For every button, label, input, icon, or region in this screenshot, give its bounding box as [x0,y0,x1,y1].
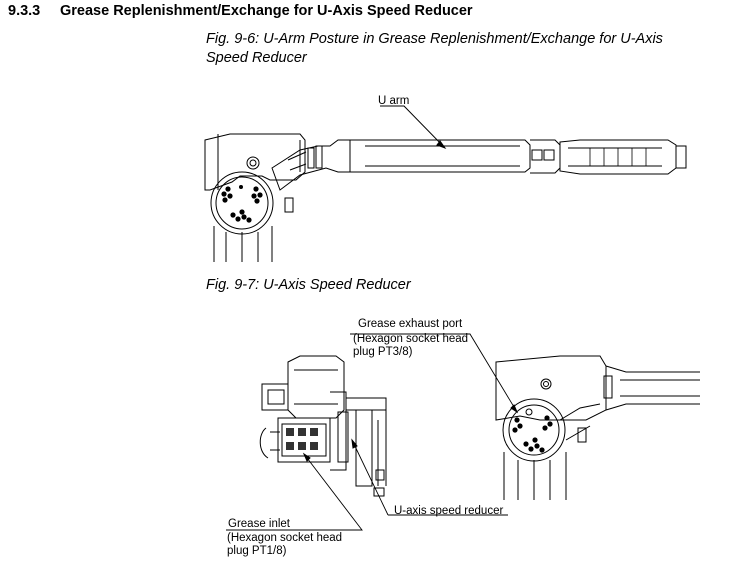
figure-caption-9-6: Fig. 9-6: U-Arm Posture in Grease Replen… [206,31,663,66]
section-number: 9.3.3 [8,3,41,19]
u-arm-label: U arm [378,95,410,107]
grease-exhaust-port-spec-2: plug PT3/8) [353,346,413,358]
grease-inlet-spec-2: plug PT1/8) [227,545,287,557]
grease-exhaust-port-spec-1: (Hexagon socket head [353,333,469,345]
figure-caption-9-7: Fig. 9-7: U-Axis Speed Reducer [206,277,411,293]
grease-inlet-label: Grease inlet [228,518,291,530]
grease-inlet-spec-1: (Hexagon socket head [227,532,343,544]
grease-exhaust-port-label: Grease exhaust port [358,318,463,330]
section-title: Grease Replenishment/Exchange for U-Axis… [60,3,473,19]
section-heading: 9.3.3 Grease Replenishment/Exchange for U… [8,3,473,19]
u-axis-speed-reducer-label: U-axis speed reducer [394,505,504,517]
